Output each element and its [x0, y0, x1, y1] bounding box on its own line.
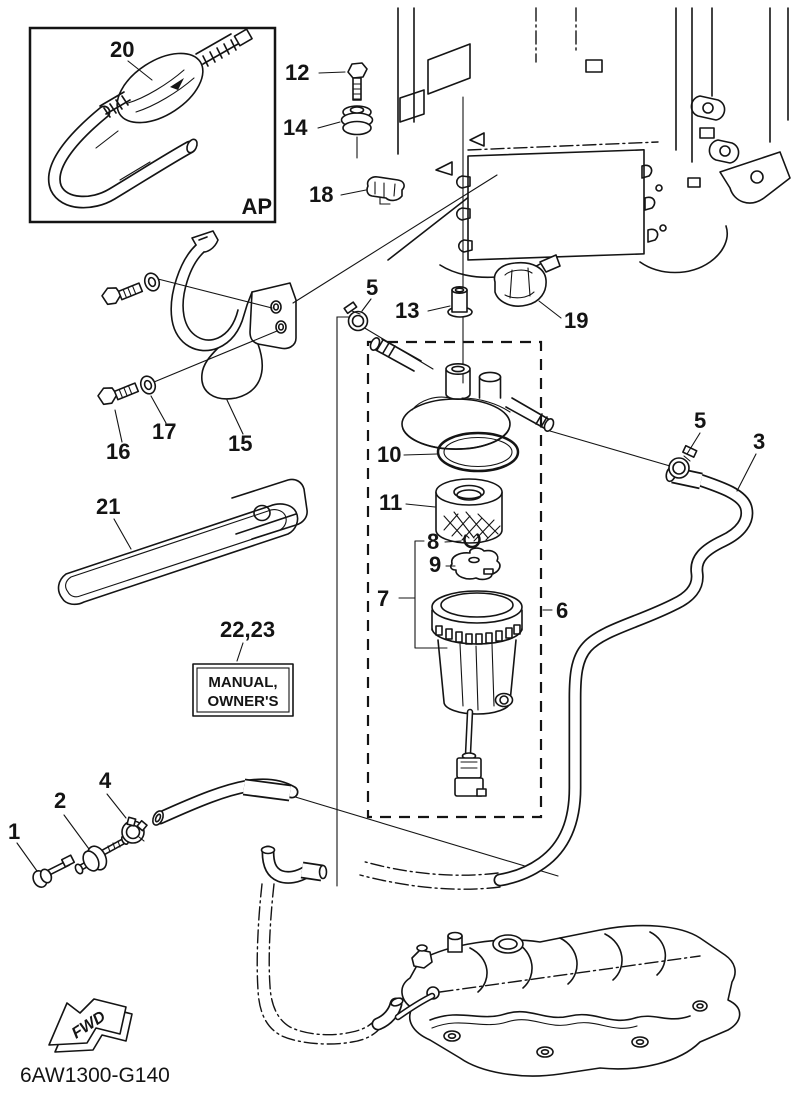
- part-number: 10: [377, 442, 401, 467]
- callout-6: 6: [542, 598, 568, 623]
- routing-line-left: [336, 316, 350, 887]
- circlip-8: [463, 533, 481, 549]
- callout-4: 4: [99, 768, 127, 819]
- o-ring-10: [436, 431, 520, 473]
- rotor-9: [450, 547, 501, 581]
- part-number: 3: [753, 429, 765, 454]
- callout-19: 19: [538, 300, 588, 333]
- kit-outline-box: [366, 340, 543, 819]
- filter-cup-7: [431, 590, 523, 797]
- pipe-joint-2: [74, 834, 130, 875]
- part-number: 14: [283, 115, 308, 140]
- primer-pump-assembly: [48, 28, 253, 209]
- clip-4: [121, 816, 148, 844]
- part-number: 8: [427, 529, 439, 554]
- drawing-code: 6AW1300-G140: [20, 1064, 170, 1087]
- callout-8: 8: [427, 529, 462, 554]
- part-number: 18: [309, 182, 333, 207]
- owners-manual-box: MANUAL, OWNER'S: [192, 663, 294, 717]
- part-number: 12: [285, 60, 309, 85]
- callout-10: 10: [377, 442, 438, 467]
- routed-hose-to-manifold: [256, 883, 404, 1045]
- part-number: 1: [8, 819, 20, 844]
- part-number: 5: [694, 408, 706, 433]
- hose-clamp-5b: [668, 444, 698, 479]
- part-number: 17: [152, 419, 176, 444]
- holder-19: [493, 254, 561, 307]
- inset-tag-label: AP: [241, 194, 272, 219]
- elbow-fitting: [260, 845, 328, 884]
- part-number: 2: [54, 788, 66, 813]
- bolt-12: [347, 62, 368, 101]
- callout-16: 16: [106, 409, 130, 464]
- strap-21: [57, 478, 308, 606]
- fuel-hose-3: [359, 465, 754, 890]
- callout-5b: 5: [686, 408, 706, 455]
- callout-11: 11: [379, 490, 436, 515]
- callout-20: 20: [110, 37, 153, 81]
- part-number: 5: [366, 275, 378, 300]
- callout-1: 1: [8, 819, 38, 872]
- spigot-13: [447, 285, 473, 318]
- part-number: 19: [564, 308, 588, 333]
- intake-manifold-illustration: [394, 924, 741, 1077]
- callout-3: 3: [736, 429, 765, 492]
- part-number: 11: [379, 490, 402, 515]
- leader-hose-continuation: [291, 795, 559, 877]
- clip-18: [366, 176, 405, 205]
- callout-18: 18: [309, 182, 367, 207]
- callout-9: 9: [429, 552, 456, 577]
- filter-element-11: [435, 478, 503, 544]
- part-number: 16: [106, 439, 130, 464]
- part-number: 9: [429, 552, 441, 577]
- callout-21: 21: [96, 494, 132, 550]
- part-number: 7: [377, 586, 389, 611]
- manual-text-line1: MANUAL,: [208, 674, 277, 691]
- callout-7: 7: [377, 540, 448, 649]
- part-number: 15: [228, 431, 252, 456]
- callout-2: 2: [54, 788, 90, 850]
- grommet-14: [340, 105, 374, 159]
- inset-box: AP: [28, 26, 277, 224]
- callout-13: 13: [395, 298, 451, 323]
- screw-1: [32, 854, 76, 888]
- bracket-15-assembly: [97, 230, 297, 406]
- callout-22-23: 22,23: [220, 617, 275, 662]
- small-fuel-hose: [152, 778, 299, 826]
- part-number: 13: [395, 298, 419, 323]
- callout-14: 14: [283, 115, 341, 140]
- callout-12: 12: [285, 60, 346, 85]
- part-number: 20: [110, 37, 134, 62]
- callout-17: 17: [150, 395, 176, 444]
- filter-cap: [369, 337, 555, 450]
- manual-text-line2: OWNER'S: [207, 693, 278, 710]
- part-number: 22,23: [220, 617, 275, 642]
- callout-15: 15: [226, 399, 252, 456]
- part-number: 6: [556, 598, 568, 623]
- fwd-arrow: FWD: [48, 998, 133, 1053]
- leader-nipple-to-clamp: [549, 430, 671, 467]
- engine-block-illustration: [387, 7, 791, 279]
- part-number: 21: [96, 494, 120, 519]
- hose-clamp-5a: [343, 301, 369, 332]
- callout-5a: 5: [361, 275, 378, 312]
- part-number: 4: [99, 768, 112, 793]
